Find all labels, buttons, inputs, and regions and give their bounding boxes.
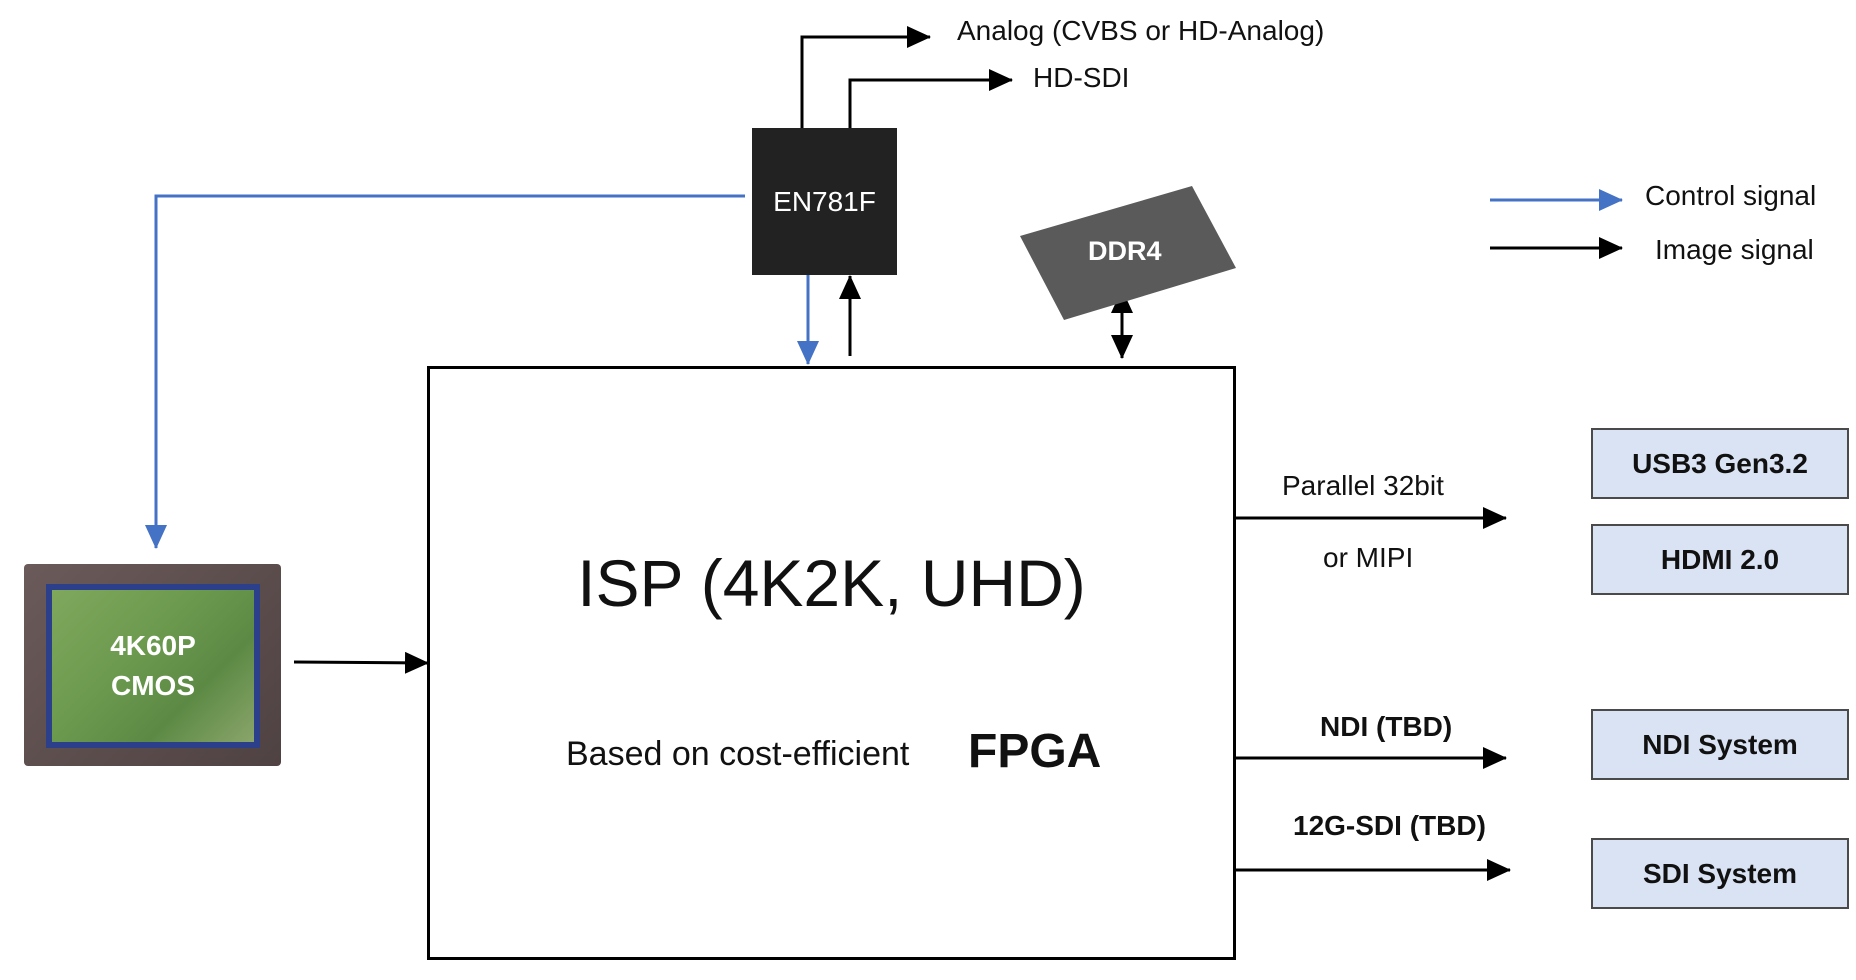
- isp-subtitle-fpga: FPGA: [968, 725, 1102, 778]
- cmos-sensor: 4K60P CMOS: [24, 564, 281, 766]
- cmos-sensor-line1: 4K60P: [110, 630, 196, 661]
- isp-title: ISP (4K2K, UHD): [577, 546, 1086, 620]
- analog-output-line: [800, 26, 931, 128]
- cmos-sensor-line2: CMOS: [111, 670, 195, 701]
- usb3-target-box: USB3 Gen3.2: [1591, 428, 1849, 499]
- isp-block: [427, 366, 1236, 960]
- sdi-target-label: SDI System: [1642, 857, 1798, 889]
- legend-image-label: Image signal: [1655, 234, 1814, 265]
- cmos-sensor-die: 4K60P CMOS: [46, 584, 260, 748]
- hdsdi-output-line: [848, 69, 1013, 128]
- en781f-label: EN781F: [773, 185, 876, 217]
- parallel-link-label-1: Parallel 32bit: [1282, 470, 1444, 501]
- control-line-to-sensor: [145, 194, 745, 549]
- hdmi-target-label: HDMI 2.0: [1660, 543, 1780, 575]
- cmos-sensor-label: 4K60P CMOS: [52, 626, 254, 706]
- hdsdi-output-label: HD-SDI: [1033, 62, 1130, 93]
- sensor-to-isp-line: [293, 651, 429, 674]
- sdi-target-box: SDI System: [1591, 838, 1849, 909]
- legend-control-label: Control signal: [1645, 180, 1817, 211]
- isp-subtitle: Based on cost-efficient: [566, 735, 910, 773]
- hdmi-target-box: HDMI 2.0: [1591, 524, 1849, 595]
- ndi-target-label: NDI System: [1642, 728, 1798, 760]
- usb3-target-label: USB3 Gen3.2: [1632, 447, 1808, 479]
- sdi-link-label: 12G-SDI (TBD): [1293, 810, 1486, 841]
- analog-output-label: Analog (CVBS or HD-Analog): [957, 15, 1325, 46]
- ddr4-label: DDR4: [1088, 236, 1162, 266]
- ddr4-chip-shape: [1020, 186, 1236, 320]
- ndi-link-label: NDI (TBD): [1320, 711, 1453, 742]
- parallel-link-label-2: or MIPI: [1323, 542, 1414, 573]
- ndi-target-box: NDI System: [1591, 709, 1849, 780]
- en781f-chip: EN781F: [752, 128, 897, 275]
